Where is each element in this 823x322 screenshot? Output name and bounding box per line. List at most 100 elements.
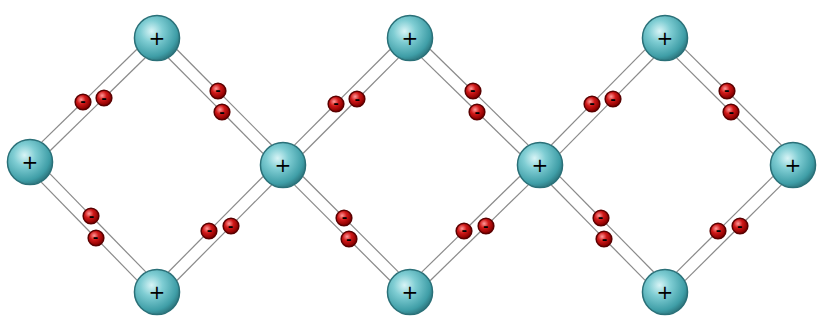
bond-line [737,118,773,154]
cation-sphere: + [260,142,306,188]
sphere-fill [711,223,727,239]
bond-line [177,50,212,86]
bond-line [177,232,225,280]
sphere-fill [732,219,748,235]
charge-minus: - [80,95,85,108]
bond-line [560,177,595,213]
charge-minus: - [333,97,338,110]
anion-sphere: - [465,83,481,99]
bond-line [430,49,467,85]
cation-sphere: + [770,142,816,188]
anion-sphere: - [201,223,217,239]
bond-line [101,243,137,280]
charge-minus: - [724,84,729,97]
sphere-fill [260,142,305,187]
charge-minus: - [101,92,106,105]
charge-plus: + [657,282,674,302]
anion-sphere: - [96,90,112,106]
sphere-fill [202,223,218,239]
charge-minus: - [93,231,98,244]
cation-sphere: + [517,142,563,188]
anion-sphere: - [710,223,726,239]
anion-sphere: - [328,96,344,112]
bond-line [354,245,390,281]
bond-line [606,224,654,272]
bond-line [491,185,528,221]
bond-line [685,232,734,281]
sphere-fill [387,269,432,314]
sphere-fill [387,15,432,60]
bond-line [745,185,781,221]
anion-sphere: - [223,218,239,234]
charge-minus: - [589,97,594,110]
bond-line [677,236,713,272]
cation-sphere: + [134,269,180,315]
charge-minus: - [354,93,359,106]
charge-minus: - [602,233,607,246]
sphere-fill [88,230,104,246]
charge-plus: + [402,282,419,302]
sphere-fill [593,210,609,226]
anion-sphere: - [88,230,104,246]
bond-line [97,222,146,272]
sphere-fill [723,104,739,120]
charge-minus: - [207,224,212,237]
sphere-fill [642,15,687,60]
charge-minus: - [89,210,94,223]
charge-minus: - [598,211,603,224]
sphere-fill [584,96,600,112]
bond-line [677,58,726,107]
sphere-fill [84,208,100,224]
anion-sphere: - [584,96,600,112]
anion-sphere: - [469,104,485,120]
sphere-fill [223,219,239,235]
charge-plus: + [785,155,802,175]
anion-sphere: - [349,91,365,107]
anion-sphere: - [605,91,621,107]
sphere-fill [597,231,613,247]
cation-sphere: + [642,269,688,315]
charge-minus: - [215,84,220,97]
charge-minus: - [346,233,351,246]
anion-sphere: - [723,104,739,120]
charge-plus: + [402,28,419,48]
cation-sphere: + [7,139,53,185]
sphere-fill [642,269,687,314]
charge-plus: + [22,152,39,172]
bond-line [236,185,271,221]
bond-line [303,176,339,212]
sphere-fill [134,15,179,60]
sphere-fill [341,231,357,247]
bond-line [50,174,86,211]
charge-minus: - [475,106,480,119]
charge-minus: - [219,106,224,119]
bond-line [342,49,390,97]
charge-minus: - [610,93,615,106]
sphere-fill [456,223,472,239]
sphere-fill [349,92,365,108]
anion-sphere: - [593,210,609,226]
bond-line [89,49,137,96]
sphere-fill [719,83,735,99]
anion-sphere: - [478,218,494,234]
bond-line [422,58,472,107]
sphere-fill [75,94,91,110]
sphere-fill [7,139,52,184]
charge-plus: + [149,28,166,48]
anion-sphere: - [719,83,735,99]
cation-sphere: + [387,269,433,315]
sphere-fill [134,269,179,314]
bond-line [294,109,330,145]
bond-line [363,58,399,94]
sphere-fill [337,210,353,226]
sphere-fill [465,83,481,99]
bond-line [422,236,459,272]
charge-minus: - [228,220,233,233]
bond-line [619,58,654,94]
charge-minus: - [470,84,475,97]
sphere-fill [214,104,230,120]
bond-line [42,107,78,142]
sphere-fill [328,96,344,112]
bond-line [483,118,520,154]
charge-minus: - [716,224,721,237]
